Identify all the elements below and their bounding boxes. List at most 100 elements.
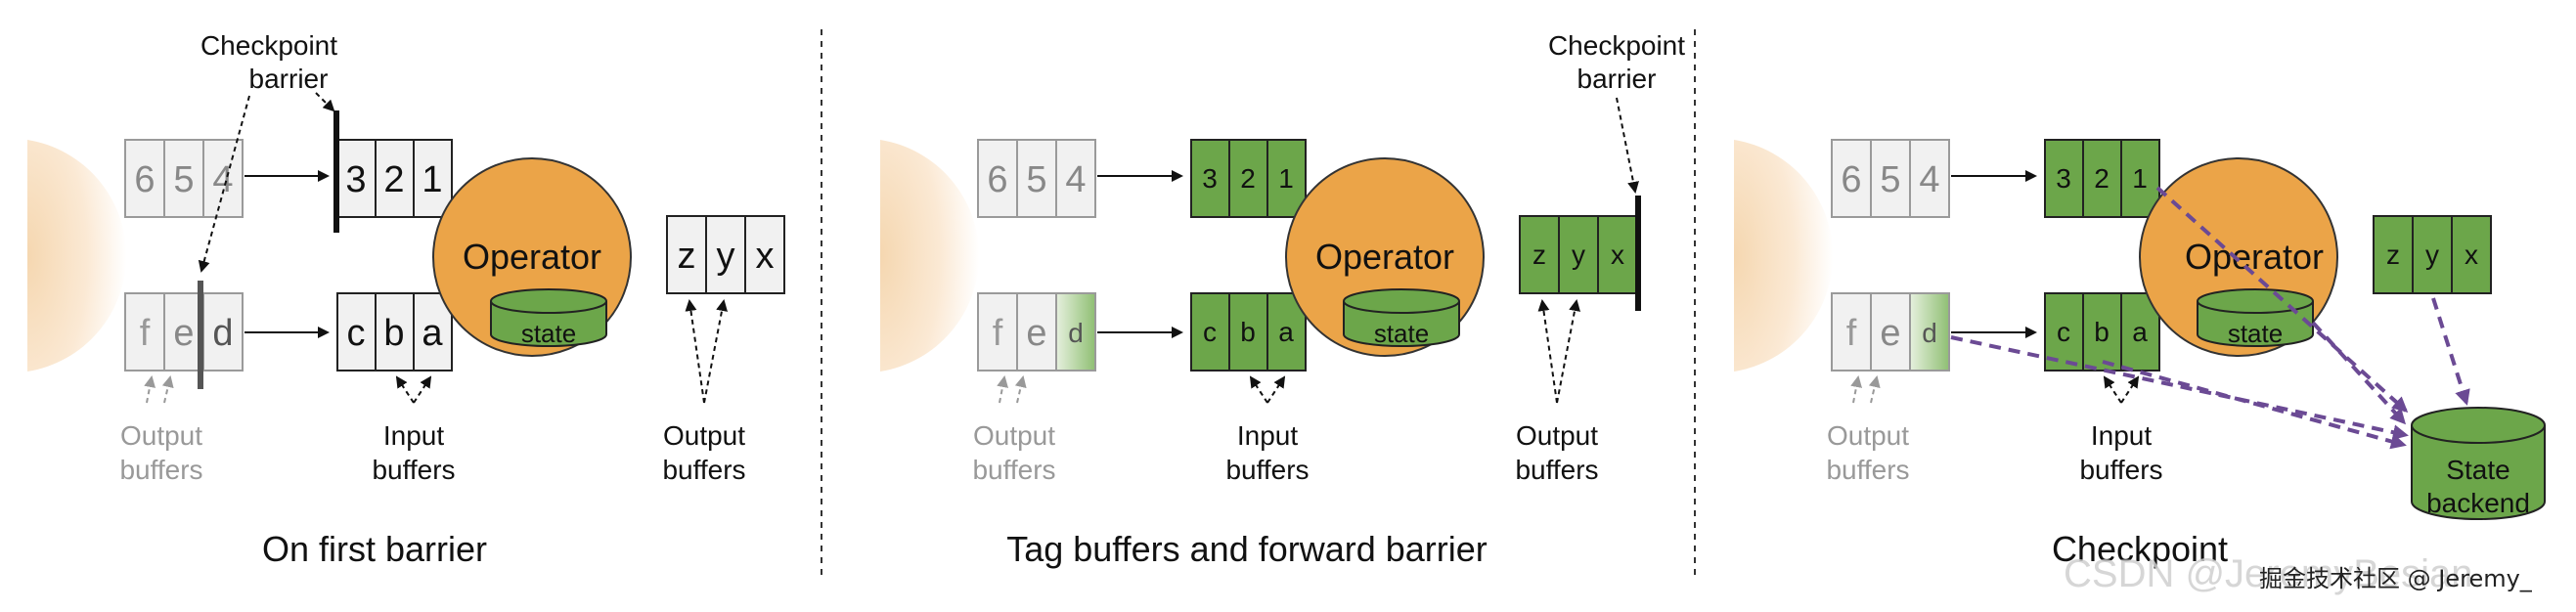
output-buffers-label: Output bbox=[1516, 420, 1598, 451]
panel-caption: Tag buffers and forward barrier bbox=[1006, 529, 1488, 569]
label-pointer bbox=[1556, 299, 1581, 404]
record: 1 bbox=[1278, 163, 1294, 194]
record: x bbox=[2465, 240, 2478, 270]
operator-label: Operator bbox=[2185, 237, 2324, 277]
output-buffers-label: Output bbox=[120, 420, 202, 451]
record: d bbox=[1922, 318, 1937, 348]
record: y bbox=[2425, 240, 2439, 270]
record: y bbox=[1572, 240, 1585, 270]
state-store: state bbox=[2197, 288, 2314, 348]
output-buffers-label: buffers bbox=[662, 455, 745, 485]
record: 3 bbox=[1202, 163, 1218, 194]
record: c bbox=[2057, 317, 2070, 347]
record: 5 bbox=[1880, 159, 1900, 200]
output-buffers-label: Output bbox=[1827, 420, 1909, 451]
record: f bbox=[993, 313, 1003, 354]
source-operator-shape bbox=[1734, 140, 1834, 372]
barrier-label: barrier bbox=[249, 64, 329, 94]
record: f bbox=[1846, 313, 1857, 354]
state-label: state bbox=[1374, 319, 1429, 348]
input-buffers-label: Input bbox=[2091, 420, 2152, 451]
panel-caption: Checkpoint bbox=[2052, 529, 2228, 569]
output-buffers-label: Output bbox=[663, 420, 745, 451]
record: b bbox=[2094, 317, 2110, 347]
record: c bbox=[347, 313, 366, 354]
input-buffers-label: Input bbox=[1237, 420, 1298, 451]
input-buffer-top: 3 2 1 bbox=[2044, 139, 2160, 218]
barrier-label: Checkpoint bbox=[200, 30, 337, 61]
record: 3 bbox=[345, 159, 366, 200]
record: b bbox=[1240, 317, 1256, 347]
state-label: state bbox=[2228, 319, 2283, 348]
label-pointer bbox=[2103, 375, 2122, 404]
record: e bbox=[173, 313, 194, 354]
label-pointer bbox=[2120, 375, 2140, 404]
upstream-buffer-top: 6 5 4 bbox=[977, 139, 1096, 218]
record: 5 bbox=[173, 159, 194, 200]
upstream-buffer-bottom: f e d bbox=[1831, 292, 1950, 372]
panel-2: 6 5 4 f e d 3 2 1 c b a bbox=[880, 30, 1685, 569]
record: d bbox=[212, 313, 233, 354]
upstream-buffer-top: 6 5 4 bbox=[124, 139, 244, 218]
label-pointer bbox=[1249, 375, 1268, 404]
upstream-buffer-bottom: f e d bbox=[977, 292, 1096, 372]
label-pointer bbox=[703, 299, 729, 404]
source-operator-shape bbox=[880, 140, 980, 372]
input-buffers-label: buffers bbox=[1225, 455, 1309, 485]
input-buffers-label: Input bbox=[383, 420, 444, 451]
upstream-buffer-top: 6 5 4 bbox=[1831, 139, 1950, 218]
csdn-watermark: CSDN @JeremyBesian bbox=[2064, 552, 2473, 595]
record: z bbox=[678, 236, 696, 277]
output-buffer: z y x bbox=[2373, 215, 2492, 294]
record: 3 bbox=[2056, 163, 2071, 194]
label-pointer bbox=[161, 375, 174, 404]
record: 6 bbox=[134, 159, 155, 200]
label-pointer bbox=[1266, 375, 1286, 404]
record: d bbox=[1068, 318, 1084, 348]
record: c bbox=[1203, 317, 1217, 347]
label-pointer bbox=[395, 375, 415, 404]
record: 4 bbox=[1065, 159, 1086, 200]
record: 2 bbox=[2094, 163, 2110, 194]
snapshot-arrow bbox=[2311, 321, 2407, 425]
record: x bbox=[756, 236, 775, 277]
operator-label: Operator bbox=[1315, 237, 1454, 277]
input-buffer-bottom: c b a bbox=[2044, 292, 2160, 372]
barrier-label: Checkpoint bbox=[1548, 30, 1685, 61]
input-buffer-top: 3 2 1 bbox=[1190, 139, 1307, 218]
record: a bbox=[2132, 317, 2148, 347]
input-buffer-bottom: c b a bbox=[1190, 292, 1307, 372]
record: a bbox=[422, 313, 443, 354]
record: z bbox=[1532, 240, 1546, 270]
record: 1 bbox=[2132, 163, 2148, 194]
input-buffers-label: buffers bbox=[372, 455, 455, 485]
input-buffer-top: 3 2 1 bbox=[336, 139, 453, 218]
panel-1: 6 5 4 f e d 3 2 1 bbox=[27, 30, 785, 569]
record: z bbox=[2386, 240, 2400, 270]
barrier-pointer bbox=[198, 95, 250, 273]
snapshot-arrow bbox=[2155, 186, 2409, 414]
label-pointer bbox=[1868, 375, 1881, 404]
output-buffers-label: buffers bbox=[972, 455, 1055, 485]
juejin-watermark: 掘金技术社区 @ Jeremy_ bbox=[2259, 565, 2533, 592]
record: e bbox=[1880, 313, 1900, 354]
upstream-buffer-bottom: f e d bbox=[124, 292, 244, 372]
state-store: state bbox=[490, 288, 607, 348]
output-buffers-label: buffers bbox=[1515, 455, 1598, 485]
state-backend-label: backend bbox=[2426, 488, 2530, 518]
record: b bbox=[383, 313, 404, 354]
output-buffers-label: buffers bbox=[1826, 455, 1909, 485]
record: 5 bbox=[1026, 159, 1046, 200]
snapshot-arrow bbox=[2102, 360, 2407, 450]
source-operator-shape bbox=[27, 140, 127, 372]
record: 4 bbox=[1919, 159, 1939, 200]
label-pointer bbox=[144, 375, 156, 404]
label-pointer bbox=[1850, 375, 1863, 404]
state-store: state bbox=[1343, 288, 1460, 348]
input-buffers-label: buffers bbox=[2079, 455, 2162, 485]
state-label: state bbox=[521, 319, 576, 348]
record: 6 bbox=[1841, 159, 1861, 200]
record: e bbox=[1026, 313, 1046, 354]
panel-3: 6 5 4 f e d 3 2 1 c b a bbox=[1734, 139, 2546, 569]
output-buffers-label: buffers bbox=[119, 455, 202, 485]
